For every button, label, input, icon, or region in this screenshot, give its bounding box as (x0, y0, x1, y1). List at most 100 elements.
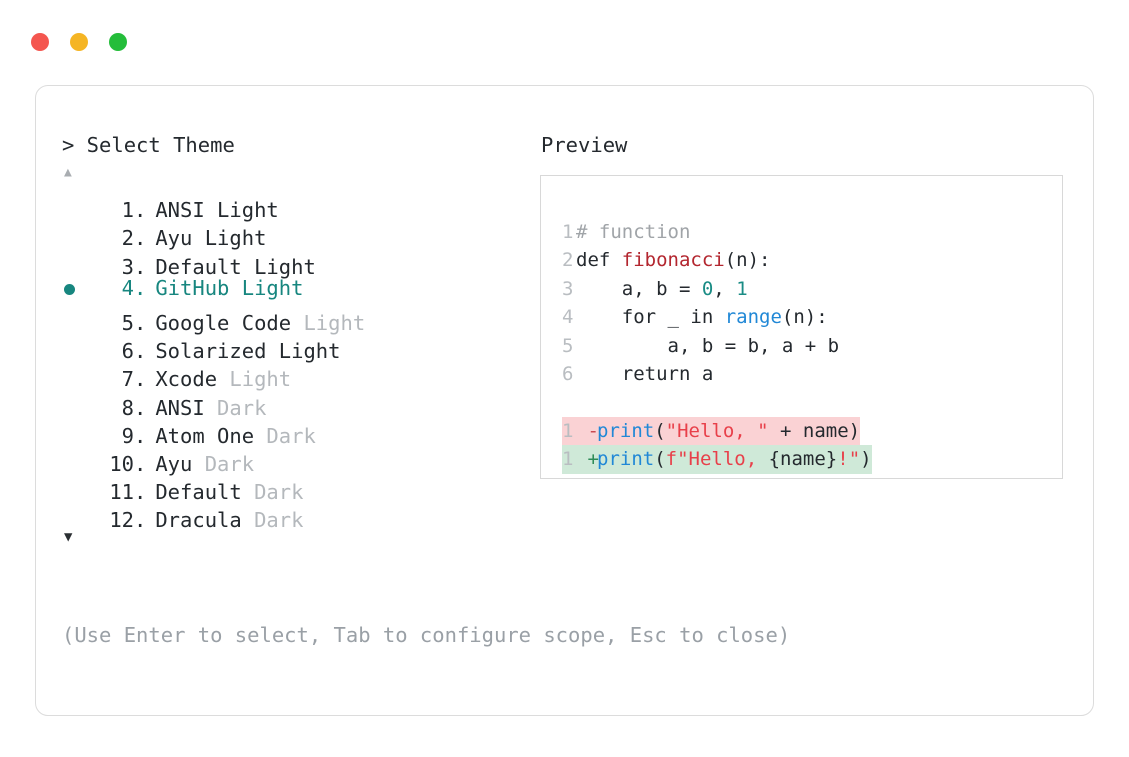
diff-block: 1 -print("Hello, " + name)1 +print(f"Hel… (562, 416, 872, 474)
code-token: # function (576, 221, 691, 243)
code-token: , (713, 277, 737, 300)
code-line-text: for _ in range(n): (576, 303, 828, 331)
theme-list-item[interactable]: 3.Default Light (62, 245, 532, 279)
code-line: 3 a, b = 0, 1 (562, 275, 872, 303)
keyboard-hint: (Use Enter to select, Tab to configure s… (62, 623, 791, 647)
theme-list-item[interactable]: 4.GitHub Light (62, 274, 532, 302)
code-token: !" (837, 448, 861, 471)
theme-item-index-dot: . (134, 275, 147, 300)
theme-item-index: 6 (121, 339, 134, 364)
selection-bullet-cell (62, 217, 92, 245)
theme-item-variant: Light (291, 310, 366, 335)
selection-bullet-cell (62, 330, 92, 358)
theme-item-variant: Dark (204, 395, 267, 420)
diff-sign: - (576, 419, 599, 442)
selection-bullet-cell (62, 499, 92, 527)
diff-removed-line: 1 -print("Hello, " + name) (562, 416, 861, 446)
code-line-text: print(f"Hello, {name}!") (597, 445, 872, 473)
code-line-number: 2 (562, 249, 574, 272)
theme-item-index-dot: . (134, 367, 147, 392)
selection-bullet-cell (62, 358, 92, 386)
selection-bullet-cell (62, 443, 92, 471)
theme-item-name: ANSI Light (155, 198, 279, 223)
maximize-button[interactable] (109, 33, 127, 51)
code-token: range (724, 306, 782, 329)
scroll-down-icon[interactable]: ▼ (64, 529, 73, 546)
code-token: {name} (768, 448, 838, 471)
close-button[interactable] (31, 33, 49, 51)
code-line: 6 return a (562, 360, 872, 388)
theme-item-index-dot: . (134, 508, 147, 533)
theme-item-index: 10 (109, 451, 134, 476)
code-line-text: a, b = 0, 1 (576, 275, 748, 303)
code-line-text: # function (576, 218, 690, 246)
selection-bullet-cell (62, 302, 92, 330)
scroll-up-icon[interactable]: ▲ (64, 165, 72, 180)
code-token: for _ in (576, 306, 725, 329)
theme-item-index: 5 (121, 310, 134, 335)
theme-item-index-dot: . (134, 310, 147, 335)
code-token: ( (654, 419, 666, 442)
theme-item-name: Ayu (155, 451, 193, 476)
theme-item-variant: Light (217, 367, 292, 392)
page-title: > Select Theme (62, 133, 235, 157)
theme-item-name: Google Code (155, 310, 292, 335)
code-token: print (597, 448, 655, 471)
theme-item-name: Default Light (155, 254, 316, 279)
code-token: + name) (768, 419, 861, 442)
theme-item-name: Ayu Light (155, 226, 267, 251)
code-token: 1 (736, 277, 748, 300)
theme-item-index-dot: . (134, 480, 147, 505)
theme-item-variant: Dark (241, 480, 304, 505)
code-line-number: 1 (562, 221, 574, 243)
theme-item-variant: Dark (192, 451, 255, 476)
theme-list-item[interactable]: 1.ANSI Light (62, 189, 532, 222)
code-spacer (562, 388, 872, 416)
theme-list-item[interactable]: 10. Ayu Dark (62, 443, 532, 476)
minimize-button[interactable] (70, 33, 88, 51)
theme-item-index: 8 (121, 395, 134, 420)
theme-item-name: GitHub Light (155, 275, 304, 300)
theme-item-name: Atom One (155, 423, 255, 448)
code-token: fibonacci (621, 249, 725, 272)
theme-item-index-dot: . (134, 423, 147, 448)
theme-list-item[interactable]: 11.Default Dark (62, 471, 532, 504)
theme-list-item[interactable]: 12.Dracula Dark (62, 499, 532, 532)
theme-item-index: 9 (121, 423, 134, 448)
selection-bullet-cell (62, 415, 92, 443)
code-line-text: print("Hello, " + name) (597, 417, 860, 445)
theme-item-index-dot: . (134, 339, 147, 364)
theme-list-item[interactable]: 2.Ayu Light (62, 217, 532, 250)
code-line: 5 a, b = b, a + b (562, 332, 872, 360)
theme-list-item[interactable]: 7.Xcode Light (62, 358, 532, 391)
theme-list-item[interactable]: 6. Solarized Light (62, 330, 532, 363)
theme-item-index-dot: . (134, 451, 147, 476)
theme-list-item[interactable]: 9.Atom One Dark (62, 415, 532, 448)
selected-bullet-icon (64, 283, 75, 295)
theme-item-name: ANSI (155, 395, 205, 420)
theme-item-variant: Dark (241, 508, 304, 533)
theme-list-item[interactable]: 8.ANSI Dark (62, 386, 532, 420)
code-token: return a (576, 362, 714, 385)
theme-item-name: Solarized Light (155, 339, 341, 364)
code-token: (n): (724, 249, 771, 272)
code-token: print (597, 419, 655, 442)
code-line-number: 6 (562, 362, 574, 385)
theme-item-index: 12 (109, 508, 134, 533)
code-token: a, b = (576, 277, 702, 300)
theme-item-index-dot: . (134, 254, 147, 279)
diff-added-line: 1 +print(f"Hello, {name}!") (562, 445, 872, 474)
code-line-text: a, b = b, a + b (576, 332, 840, 360)
preview-label: Preview (541, 133, 628, 157)
theme-list-item[interactable]: 5. Google Code Light (62, 302, 532, 335)
theme-item-index: 7 (121, 367, 134, 392)
code-line-number: 4 (562, 306, 574, 329)
